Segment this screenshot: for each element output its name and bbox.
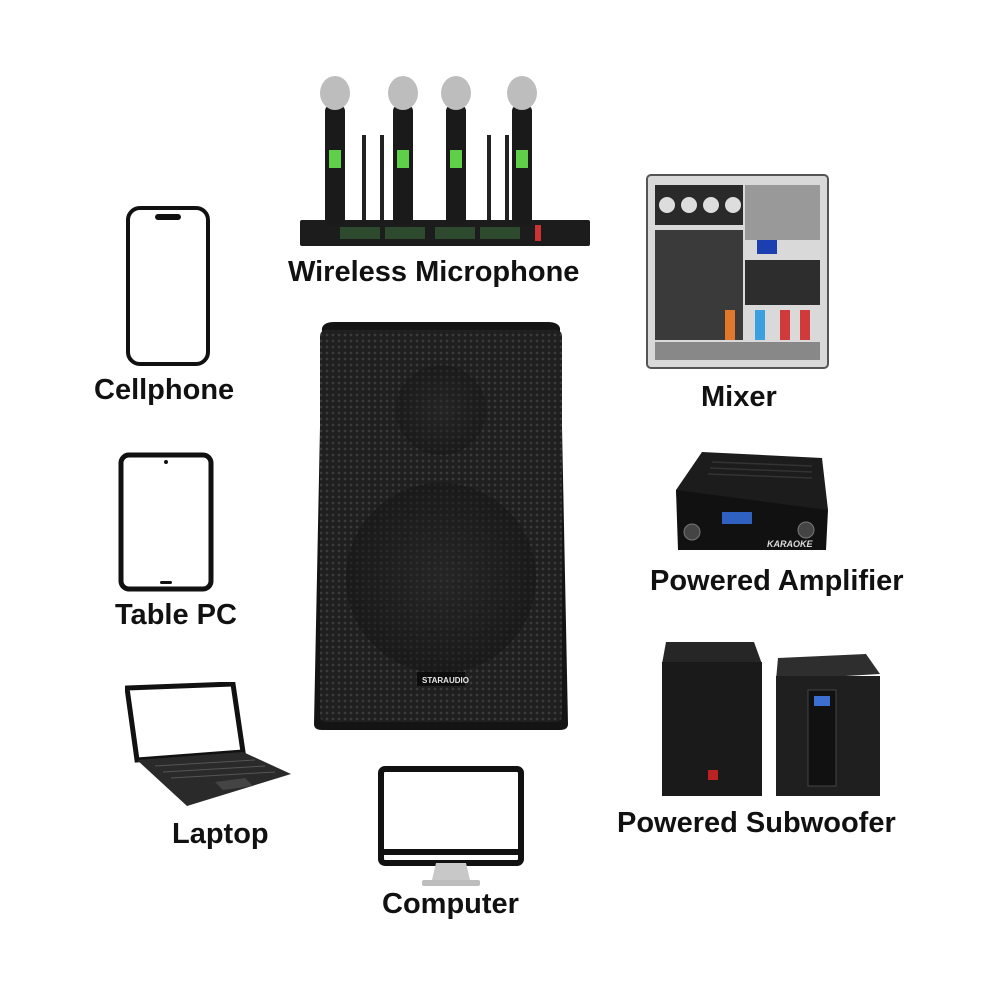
tablet-label: Table PC: [115, 599, 237, 631]
speaker-icon: STARAUDIO: [312, 320, 570, 732]
wireless-microphone-label: Wireless Microphone: [288, 256, 580, 288]
amplifier-icon: KARAOKE: [672, 450, 830, 556]
subwoofer-icon: [658, 640, 886, 800]
laptop-label: Laptop: [172, 818, 269, 850]
mixer-icon: [645, 170, 830, 370]
powered-subwoofer-label: Powered Subwoofer: [617, 807, 896, 839]
powered-amplifier-label: Powered Amplifier: [650, 565, 904, 597]
laptop-icon: [125, 682, 293, 810]
computer-label: Computer: [382, 888, 519, 920]
svg-text:KARAOKE: KARAOKE: [767, 539, 813, 549]
cellphone-label: Cellphone: [94, 374, 235, 406]
tablet-icon: [118, 452, 214, 592]
cellphone-icon: [125, 205, 211, 367]
svg-text:STARAUDIO: STARAUDIO: [422, 676, 469, 685]
mixer-label: Mixer: [701, 381, 777, 413]
computer-monitor-icon: [378, 766, 524, 888]
wireless-microphone-icon: [295, 75, 595, 250]
